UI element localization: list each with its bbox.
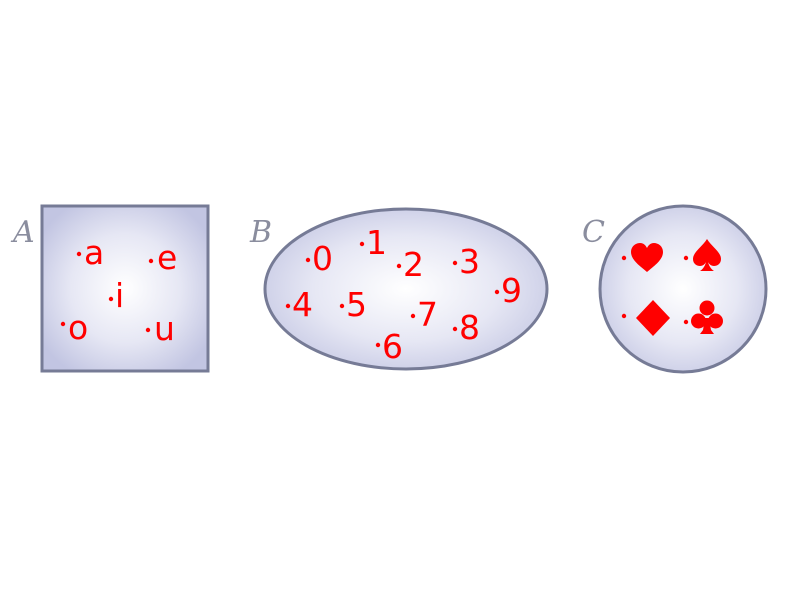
set-b-element-3: 3	[452, 242, 480, 281]
set-a-element-u: u	[145, 309, 175, 348]
set-c-element-club	[683, 300, 723, 334]
element-label: 5	[346, 285, 367, 324]
element-dot	[60, 321, 66, 327]
element-dot	[452, 260, 458, 266]
set-b-ellipse	[263, 207, 549, 371]
element-label: a	[84, 233, 104, 272]
element-label: 8	[459, 308, 480, 347]
element-label: 4	[292, 285, 313, 324]
element-label: 9	[501, 271, 522, 310]
element-label: e	[157, 238, 177, 277]
set-a-label: A	[10, 215, 35, 250]
element-dot	[375, 342, 381, 348]
element-dot	[339, 303, 345, 309]
element-dot	[305, 257, 311, 263]
element-label: 7	[417, 295, 438, 334]
set-c-element-diamond	[621, 300, 670, 336]
heart-icon	[631, 243, 663, 272]
element-label: 2	[403, 245, 424, 284]
set-b-element-0: 0	[305, 239, 333, 278]
element-dot	[494, 289, 500, 295]
set-b-label: B	[249, 215, 272, 250]
element-dot	[359, 241, 365, 247]
set-c: C	[582, 204, 768, 374]
element-dot	[683, 255, 689, 261]
element-label: 6	[382, 327, 403, 366]
element-dot	[108, 296, 114, 302]
element-dot	[683, 319, 689, 325]
element-label: 0	[312, 239, 333, 278]
set-b: B 0 1 2 3 4 5 6	[249, 207, 549, 371]
element-dot	[396, 263, 402, 269]
element-dot	[145, 327, 151, 333]
element-dot	[621, 313, 627, 319]
spade-icon	[693, 239, 721, 271]
element-label: o	[68, 308, 88, 347]
element-dot	[76, 251, 82, 257]
set-b-element-6: 6	[375, 327, 403, 366]
set-c-circle	[598, 204, 768, 374]
set-c-label: C	[582, 215, 605, 250]
set-c-element-spade	[683, 239, 721, 271]
club-icon	[691, 300, 723, 334]
diamond-icon	[636, 300, 670, 336]
set-b-element-7: 7	[410, 295, 438, 334]
set-b-element-4: 4	[285, 285, 313, 324]
element-label: u	[154, 309, 175, 348]
element-dot	[148, 258, 154, 264]
set-a-element-e: e	[148, 238, 177, 277]
set-b-element-1: 1	[359, 223, 387, 262]
element-label: 1	[366, 223, 387, 262]
set-c-element-heart	[621, 243, 663, 272]
set-b-element-5: 5	[339, 285, 367, 324]
element-label: 3	[459, 242, 480, 281]
set-a: A a e i o u	[10, 204, 210, 373]
set-a-square	[40, 204, 210, 373]
element-dot	[621, 255, 627, 261]
set-a-element-o: o	[60, 308, 88, 347]
element-dot	[452, 326, 458, 332]
element-dot	[410, 313, 416, 319]
element-label: i	[115, 276, 124, 315]
set-a-element-i: i	[108, 276, 124, 315]
set-a-element-a: a	[76, 233, 104, 272]
set-b-element-8: 8	[452, 308, 480, 347]
element-dot	[285, 303, 291, 309]
set-b-element-2: 2	[396, 245, 424, 284]
set-b-element-9: 9	[494, 271, 522, 310]
